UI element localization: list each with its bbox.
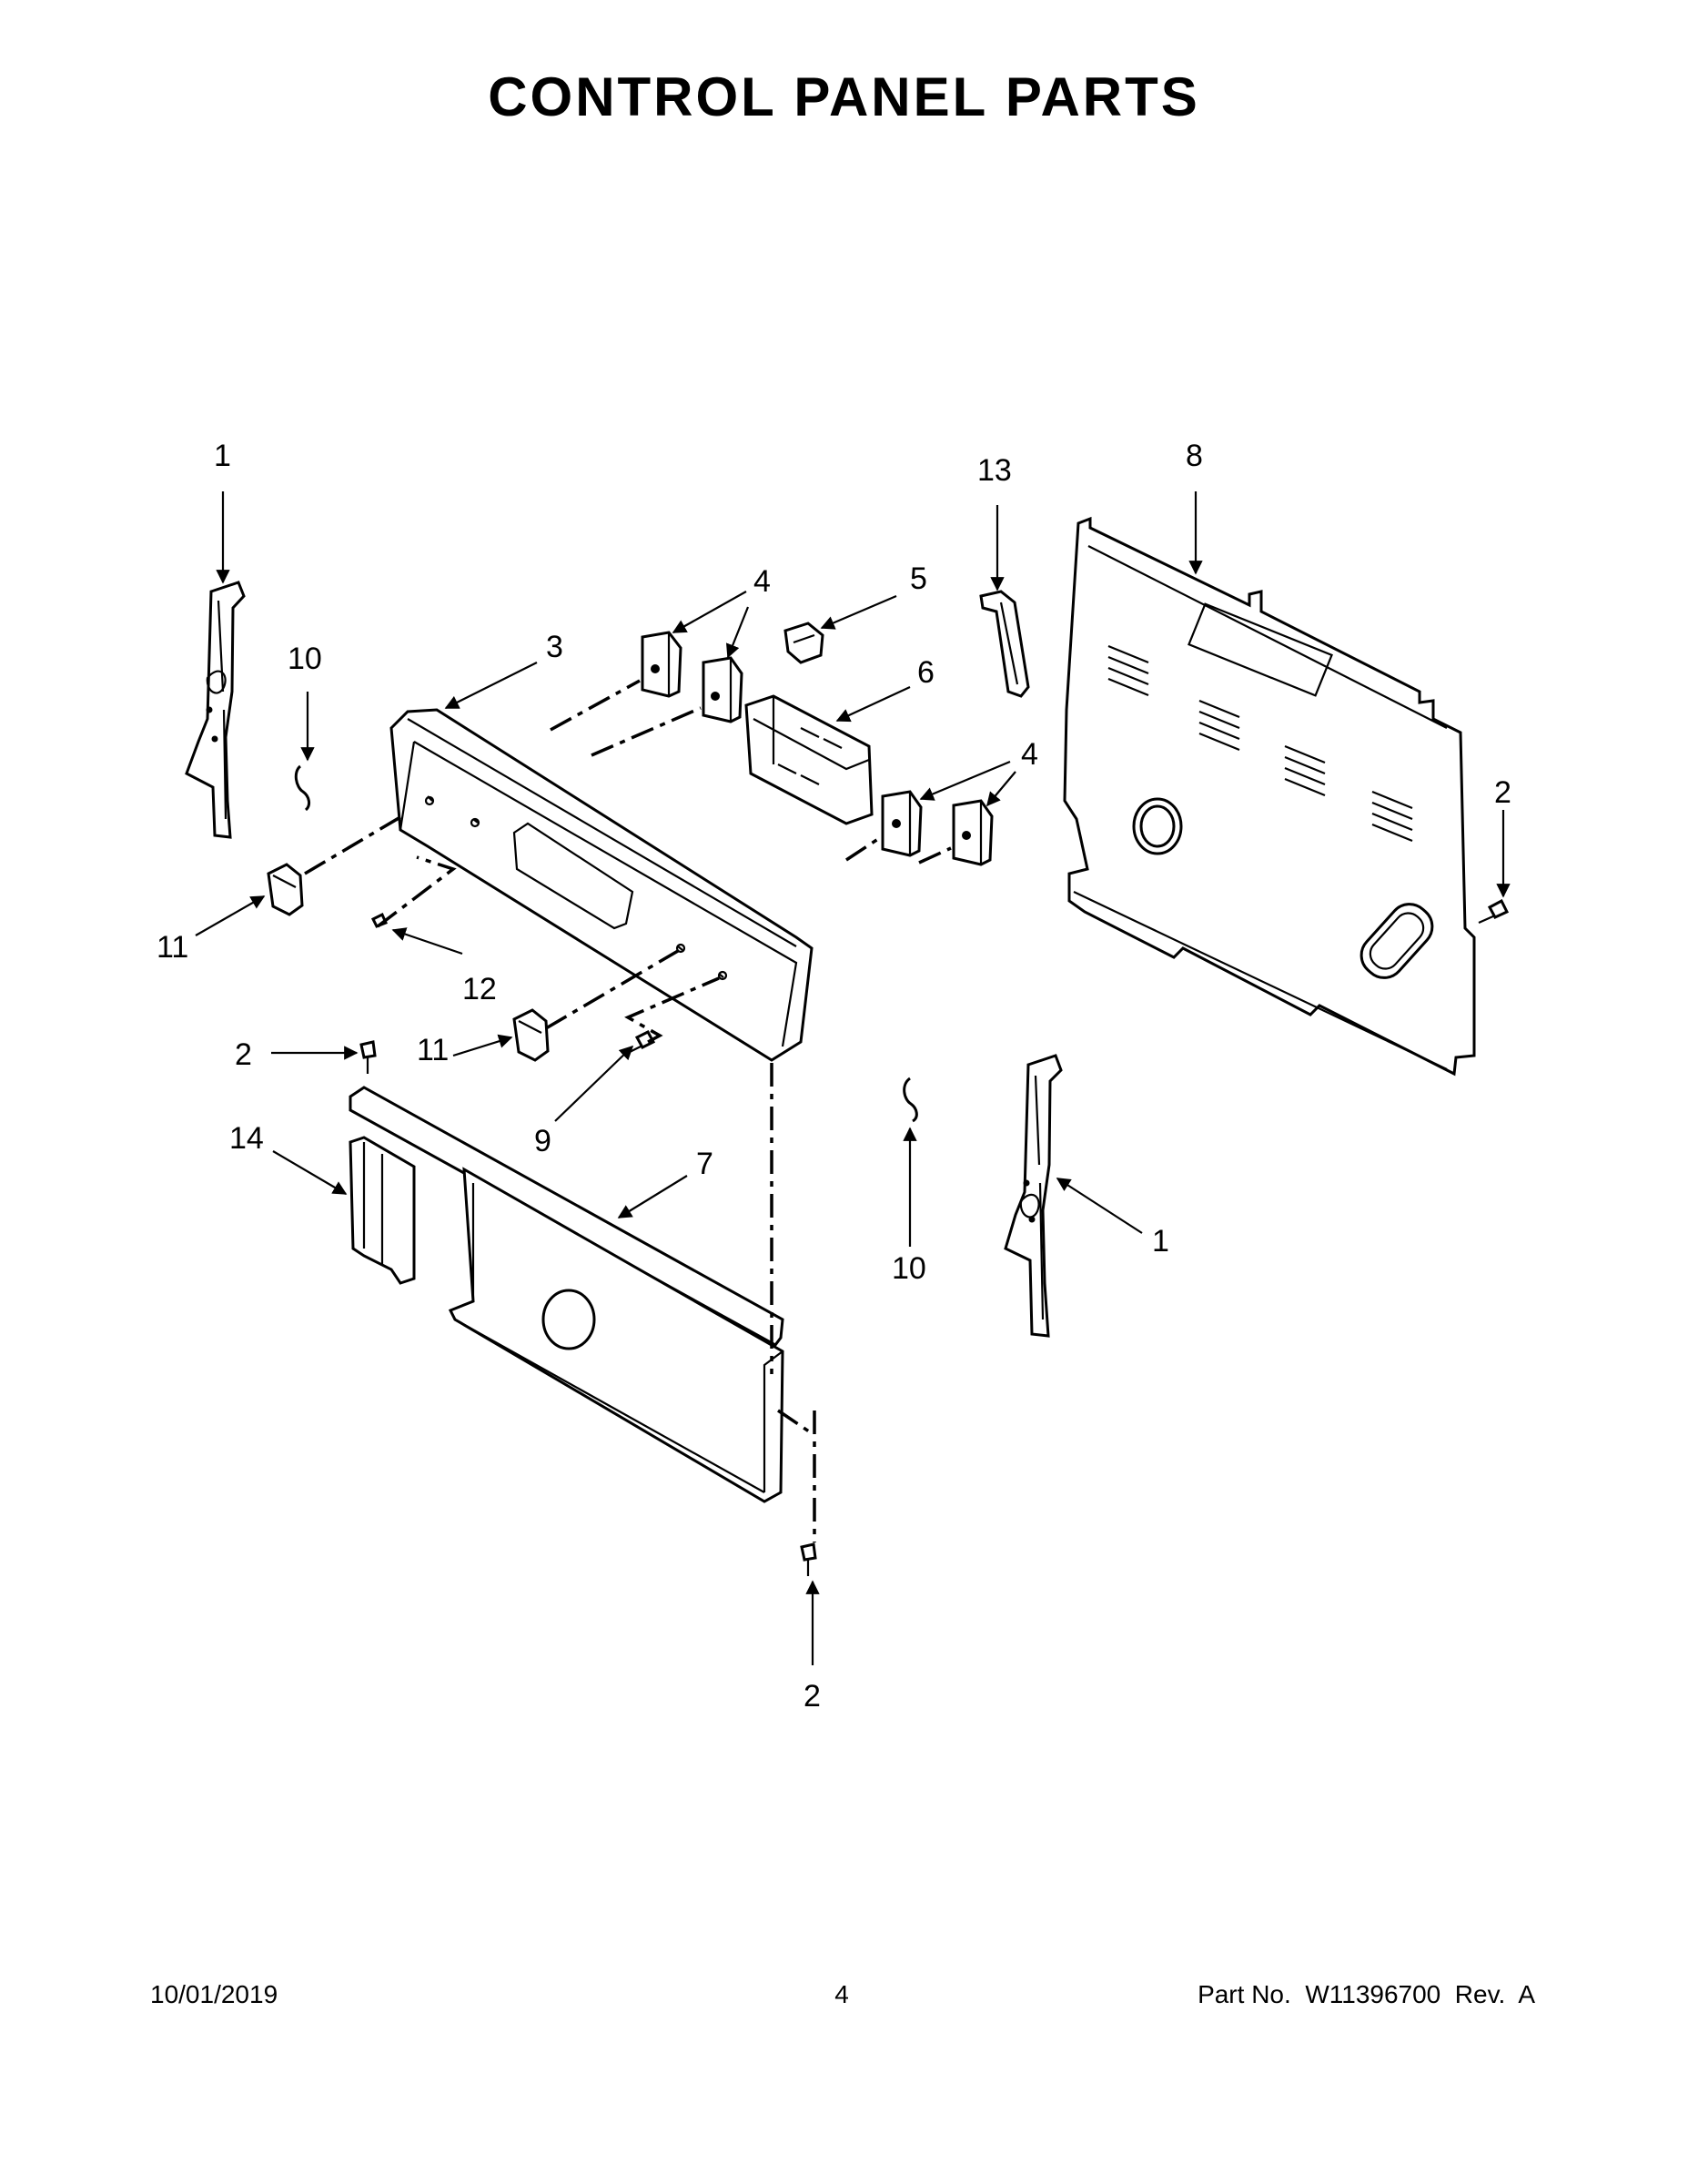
callout-2-right: 2 — [1494, 775, 1511, 810]
callout-11-left: 11 — [157, 930, 188, 965]
screw-part — [359, 898, 1510, 1576]
leader-arrows — [195, 491, 1511, 1665]
bracket-part — [979, 590, 1030, 698]
knob-part — [267, 863, 550, 1062]
end-cap-right-part — [1004, 1054, 1063, 1338]
callout-14: 14 — [229, 1121, 264, 1156]
callout-9: 9 — [534, 1124, 551, 1158]
callout-1-top-left: 1 — [214, 439, 231, 473]
callout-labels: 1 10 13 8 4 5 3 6 4 2 11 12 2 11 9 14 7 … — [157, 439, 1511, 1714]
rocker-switch-part — [783, 622, 824, 664]
callout-8: 8 — [1186, 439, 1203, 473]
callout-2-left: 2 — [235, 1037, 252, 1072]
callout-2-bottom: 2 — [804, 1679, 821, 1714]
footer-page-number: 4 — [834, 1980, 849, 2008]
callout-13: 13 — [977, 453, 1012, 488]
callout-1-right: 1 — [1152, 1224, 1169, 1259]
callout-6: 6 — [917, 655, 935, 690]
electronic-control-board-part — [744, 694, 874, 825]
footer-part-number: Part No. W11396700 Rev. A — [1198, 1980, 1535, 2008]
callout-10-left: 10 — [288, 642, 322, 676]
callout-10-right: 10 — [892, 1251, 926, 1286]
rear-control-panel-part — [1063, 516, 1476, 1077]
assembly-lines — [304, 679, 952, 1542]
infinite-switch-part — [641, 631, 994, 866]
callout-4-right: 4 — [1021, 737, 1038, 772]
callout-5: 5 — [910, 561, 927, 596]
callout-3: 3 — [546, 630, 563, 664]
control-panel-console-part — [389, 708, 814, 1062]
callout-7: 7 — [696, 1147, 713, 1181]
support-bracket-part — [349, 1136, 416, 1285]
page-title: CONTROL PANEL PARTS — [488, 66, 1200, 127]
footer-date: 10/01/2019 — [150, 1980, 278, 2008]
callout-4-top: 4 — [753, 564, 771, 599]
callout-11-mid: 11 — [417, 1033, 449, 1067]
callout-12: 12 — [462, 972, 497, 1006]
manifold-panel-part — [349, 1086, 784, 1503]
clip-part — [294, 764, 918, 1123]
end-cap-left-part — [185, 581, 246, 839]
